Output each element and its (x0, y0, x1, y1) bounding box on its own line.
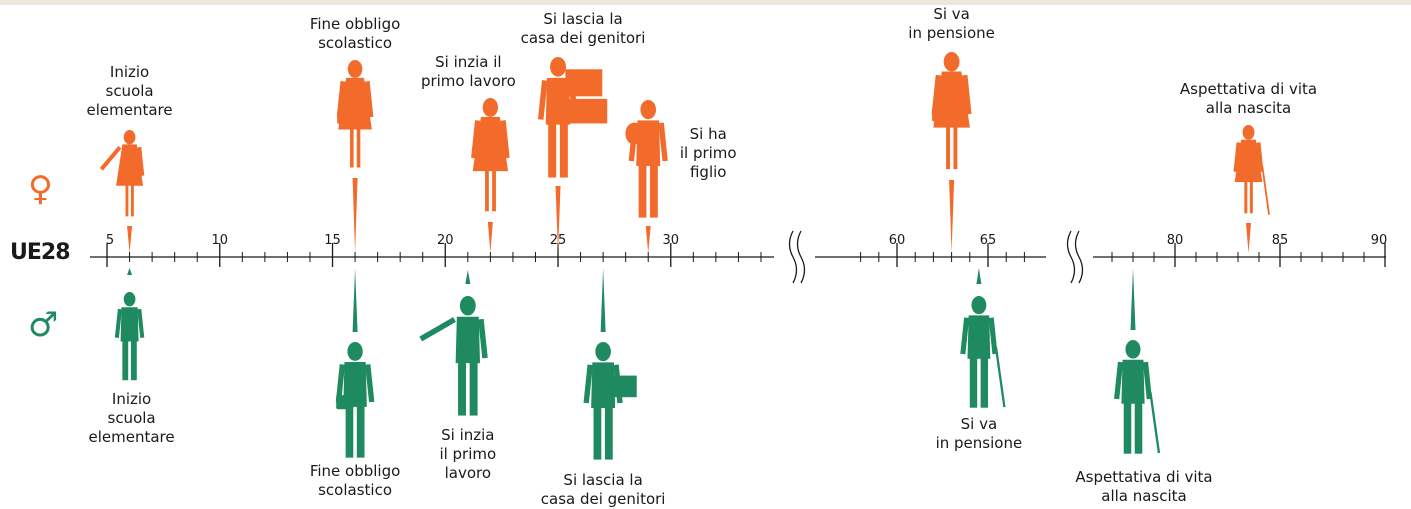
female-event-pointer (352, 178, 358, 253)
female-figure-woman-worker-silhouette-icon (471, 98, 510, 212)
male-figure-man-worker-silhouette-icon (419, 296, 488, 416)
axis-tick-label: 80 (1166, 233, 1184, 248)
axis-tick-label: 85 (1271, 233, 1289, 248)
female-event-label: Si ha il primo figlio (679, 125, 737, 181)
female-event-pointer (949, 180, 955, 253)
male-event-pointer (1130, 268, 1136, 330)
female-event-label: Si lascia la casa dei genitori (520, 10, 646, 47)
male-event-label: Si lascia la casa dei genitori (540, 471, 666, 508)
axis-tick-label: 10 (211, 233, 229, 248)
male-figure-teen-boy-backpack-silhouette-icon (335, 342, 375, 458)
axis-tick-label: 90 (1370, 233, 1388, 248)
male-figure-man-box-silhouette-icon (583, 342, 637, 460)
female-event-label: Fine obbligo scolastico (309, 15, 401, 52)
female-figure-girl-silhouette-icon (99, 130, 145, 217)
female-event-label: Si va in pensione (908, 5, 995, 42)
female-event-pointer (127, 226, 133, 253)
axis-break-right (1074, 230, 1084, 284)
female-symbol-icon: ♀ (28, 169, 53, 209)
axis-break-left (796, 230, 806, 284)
female-event-label: Inizio scuola elementare (86, 63, 173, 119)
axis-tick-label: 5 (105, 233, 115, 248)
female-figure-woman-baby-silhouette-icon (625, 100, 668, 218)
female-event-pointer (1246, 223, 1251, 253)
axis-tick-label: 15 (324, 233, 341, 248)
male-event-pointer (976, 268, 982, 284)
female-figure-woman-pensioner-silhouette-icon (931, 52, 972, 170)
male-symbol-icon: ♂ (28, 305, 59, 345)
axis-break-right (1066, 230, 1076, 284)
axis-tick-label: 20 (436, 233, 454, 248)
female-event-pointer (487, 222, 493, 253)
top-band (0, 0, 1411, 5)
male-event-pointer (352, 268, 358, 332)
female-event-label: Aspettativa di vita alla nascita (1179, 80, 1318, 117)
male-event-label: Si inzia il primo lavoro (439, 426, 497, 482)
axis-tick-label: 30 (662, 233, 680, 248)
female-event-pointer (645, 226, 651, 253)
axis-tick-label: 65 (979, 233, 997, 248)
male-figure-elderly-man-cane-silhouette-icon (1114, 340, 1161, 454)
male-event-pointer (127, 268, 133, 275)
axis-tick-label: 60 (888, 233, 906, 248)
male-figure-man-pensioner-umbrella-silhouette-icon (960, 296, 1006, 408)
female-figure-elderly-woman-cane-silhouette-icon (1233, 125, 1270, 215)
female-event-label: Si inzia il primo lavoro (420, 53, 516, 90)
male-event-label: Aspettativa di vita alla nascita (1075, 468, 1213, 505)
male-event-label: Inizio scuola elementare (88, 390, 175, 446)
male-event-label: Fine obbligo scolastico (309, 462, 401, 499)
male-event-pointer (600, 268, 606, 332)
female-figure-woman-boxes-silhouette-icon (537, 56, 608, 178)
female-figure-teen-girl-bag-silhouette-icon (336, 60, 374, 168)
male-figure-boy-silhouette-icon (114, 292, 145, 381)
axis-break-left (788, 230, 798, 284)
axis-label-ue28: UE28 (10, 240, 71, 265)
male-event-label: Si va in pensione (935, 415, 1023, 452)
male-event-pointer (465, 270, 471, 284)
female-event-pointer (555, 186, 561, 253)
axis-tick-label: 25 (549, 233, 567, 248)
